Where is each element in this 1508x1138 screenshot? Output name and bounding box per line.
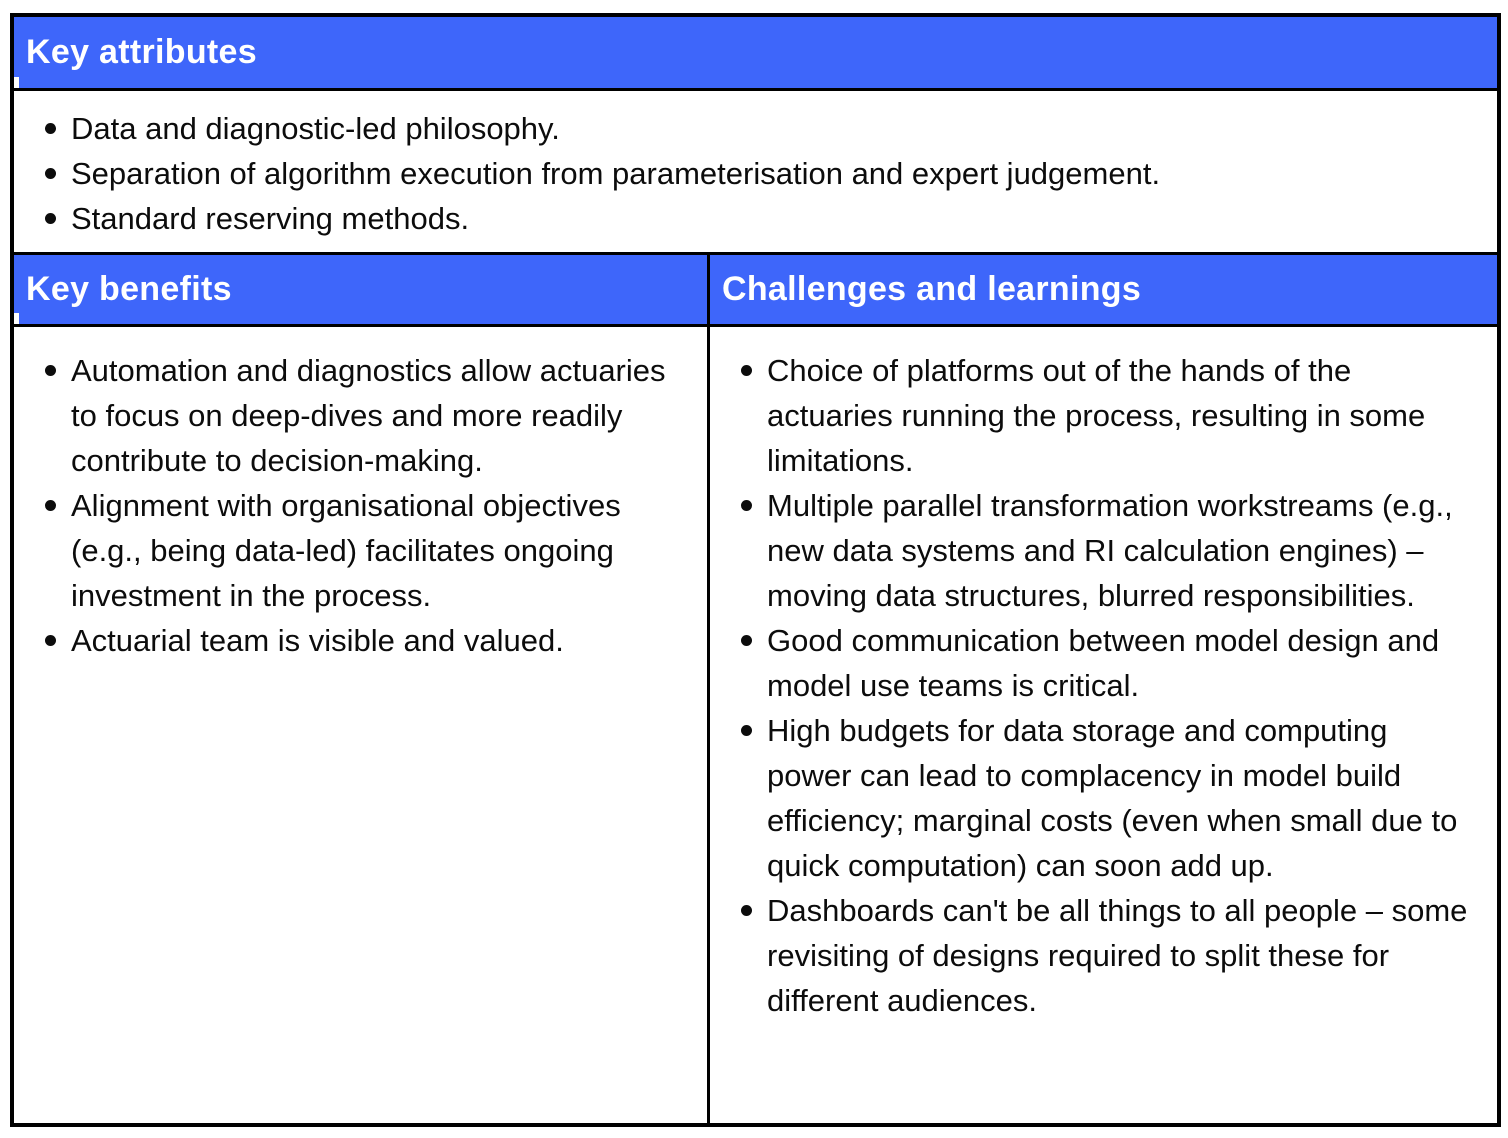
cell-marker-artifact [14, 77, 19, 88]
list-item: High budgets for data storage and comput… [710, 708, 1479, 888]
key-benefits-content: Automation and diagnostics allow actuari… [14, 327, 710, 1123]
challenges-title: Challenges and learnings [722, 270, 1142, 308]
summary-table: Key attributes Data and diagnostic-led p… [10, 13, 1501, 1127]
list-item: Choice of platforms out of the hands of … [710, 348, 1479, 483]
key-attributes-list: Data and diagnostic-led philosophy.Separ… [14, 91, 1497, 241]
list-item: Automation and diagnostics allow actuari… [14, 348, 689, 483]
challenges-content: Choice of platforms out of the hands of … [710, 327, 1497, 1123]
key-benefits-list: Automation and diagnostics allow actuari… [14, 327, 707, 663]
key-attributes-title: Key attributes [26, 33, 257, 71]
key-attributes-header: Key attributes [14, 17, 1497, 88]
key-attributes-content: Data and diagnostic-led philosophy.Separ… [14, 88, 1497, 252]
key-benefits-title: Key benefits [26, 270, 232, 308]
list-item: Alignment with organisational objectives… [14, 483, 689, 618]
cell-marker-artifact [14, 313, 19, 324]
list-item: Data and diagnostic-led philosophy. [14, 106, 1479, 151]
challenges-list: Choice of platforms out of the hands of … [710, 327, 1497, 1023]
section-bodies-row: Automation and diagnostics allow actuari… [14, 324, 1497, 1123]
list-item: Separation of algorithm execution from p… [14, 151, 1479, 196]
list-item: Multiple parallel transformation workstr… [710, 483, 1479, 618]
challenges-header: Challenges and learnings [710, 255, 1497, 324]
list-item: Actuarial team is visible and valued. [14, 618, 689, 663]
list-item: Standard reserving methods. [14, 196, 1479, 241]
list-item: Good communication between model design … [710, 618, 1479, 708]
section-headers-row: Key benefits Challenges and learnings [14, 252, 1497, 324]
key-benefits-header: Key benefits [14, 255, 710, 324]
list-item: Dashboards can't be all things to all pe… [710, 888, 1479, 1023]
